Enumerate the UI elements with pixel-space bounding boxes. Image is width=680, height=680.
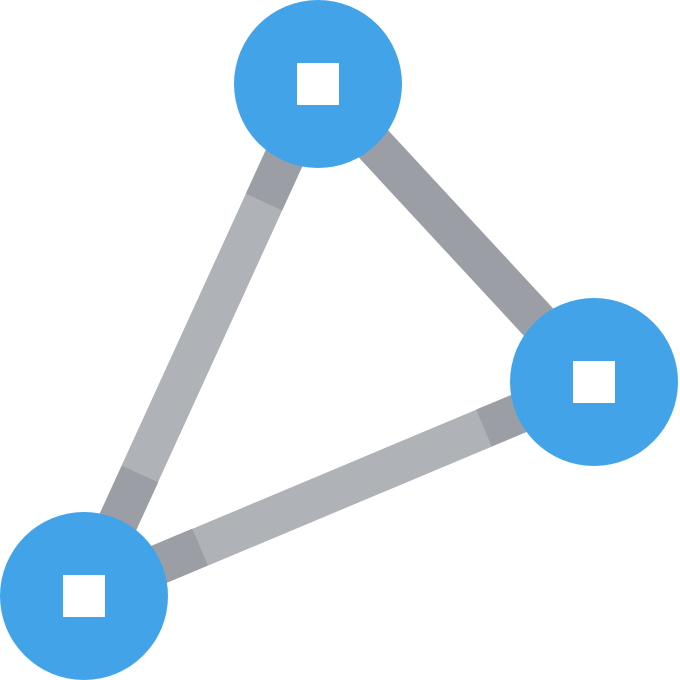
node-square-icon — [297, 63, 339, 105]
node-square-icon — [63, 575, 105, 617]
node-top — [234, 0, 402, 168]
node-square-icon — [573, 361, 615, 403]
node-bottom-left — [0, 512, 168, 680]
node-right — [510, 298, 678, 466]
